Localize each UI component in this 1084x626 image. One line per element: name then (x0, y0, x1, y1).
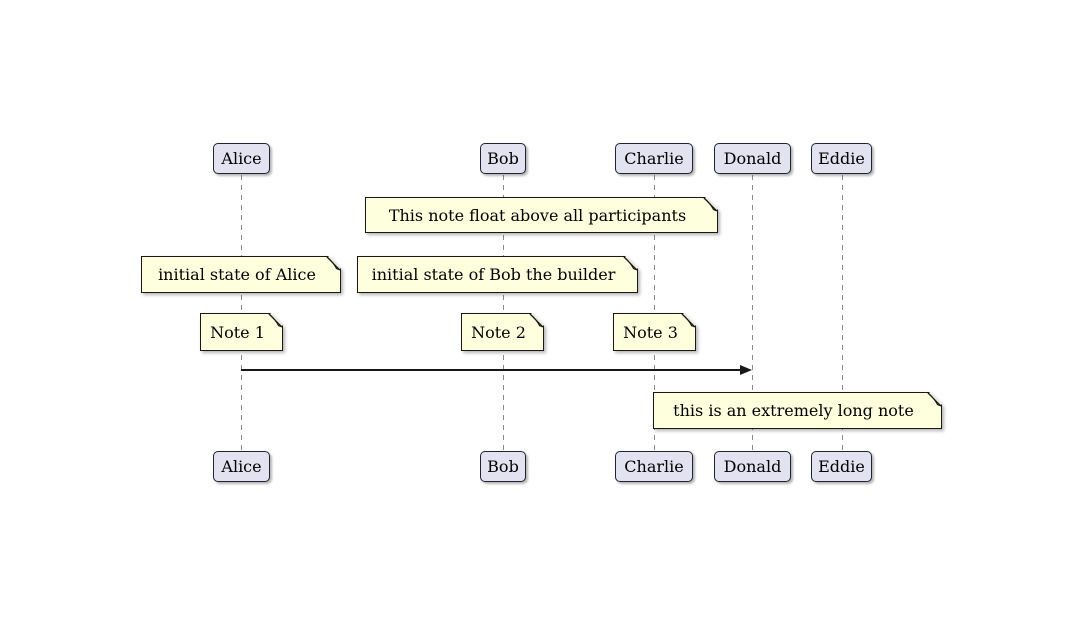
participant-bob-top: Bob (480, 143, 526, 174)
note-initial-alice-text: initial state of Alice (158, 265, 316, 284)
note-2-text: Note 2 (471, 322, 526, 342)
participant-eddie-bottom: Eddie (811, 451, 872, 482)
note-fold-icon (681, 313, 696, 328)
lifeline-eddie (842, 175, 843, 451)
note-initial-bob-text: initial state of Bob the builder (371, 265, 616, 284)
note-fold-icon (623, 256, 638, 271)
note-3: Note 3 (613, 313, 696, 351)
note-fold-icon (927, 392, 942, 407)
participant-alice-bottom: Alice (213, 451, 270, 482)
note-initial-bob: initial state of Bob the builder (357, 256, 638, 293)
participant-donald-bottom: Donald (714, 451, 791, 482)
participant-bob-bottom: Bob (480, 451, 526, 482)
note-fold-icon (703, 197, 718, 212)
note-1-text: Note 1 (210, 322, 265, 342)
note-long-text: this is an extremely long note (673, 401, 914, 420)
participant-eddie-top: Eddie (811, 143, 872, 174)
note-fold-icon (268, 313, 283, 328)
note-long: this is an extremely long note (653, 392, 942, 429)
note-3-text: Note 3 (623, 322, 678, 342)
note-initial-alice: initial state of Alice (141, 256, 341, 293)
note-1: Note 1 (200, 313, 283, 351)
participant-charlie-bottom: Charlie (615, 451, 693, 482)
message-arrowhead (740, 365, 752, 376)
participant-charlie-top: Charlie (615, 143, 693, 174)
note-floating: This note float above all participants (365, 197, 718, 233)
participant-donald-top: Donald (714, 143, 791, 174)
note-2: Note 2 (461, 313, 544, 351)
note-floating-text: This note float above all participants (388, 205, 687, 225)
lifeline-donald (752, 175, 753, 451)
note-fold-icon (326, 256, 341, 271)
message-line-alice-to-donald (241, 369, 741, 371)
participant-alice-top: Alice (213, 143, 270, 174)
note-fold-icon (529, 313, 544, 328)
